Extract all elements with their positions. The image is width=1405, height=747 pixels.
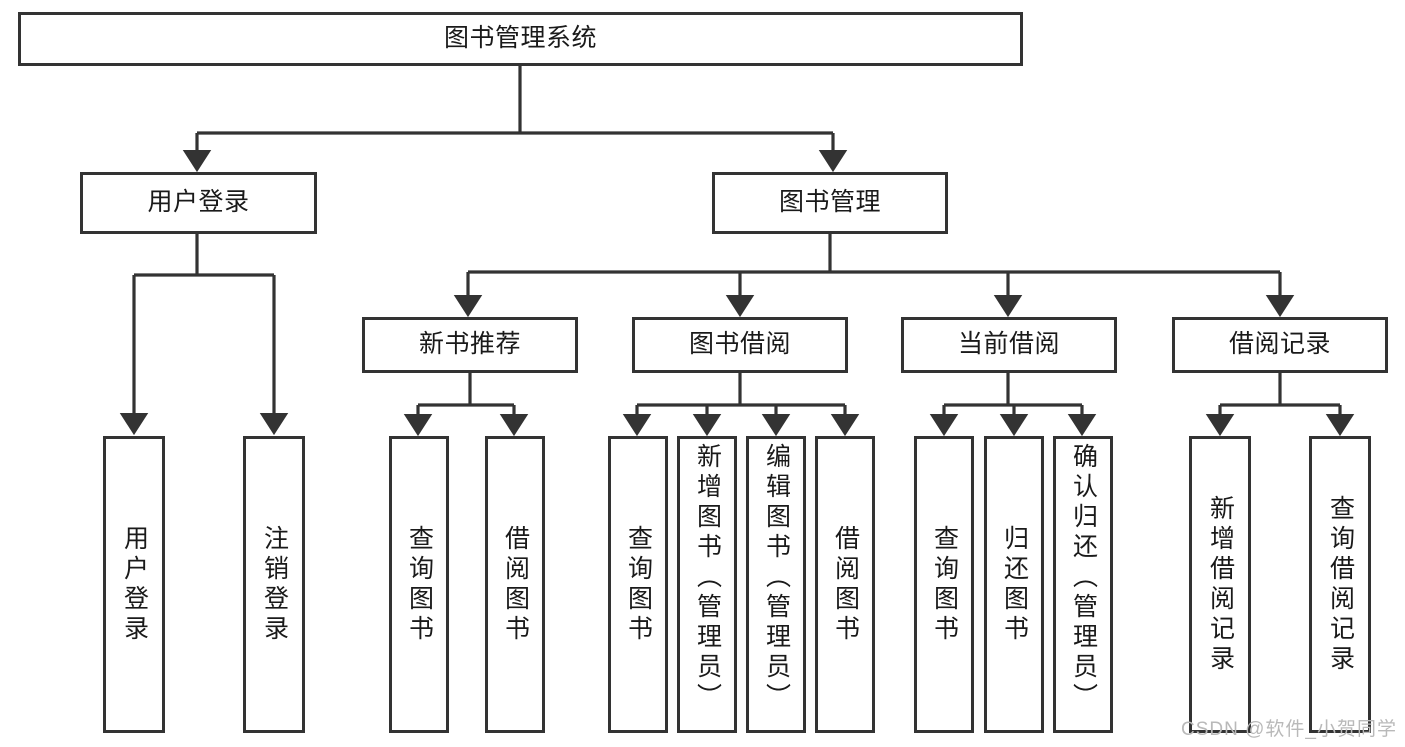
node-label: 查询图书	[624, 524, 653, 645]
node-label: 查询图书	[405, 524, 434, 645]
node-leaf-logout-login[interactable]: 注销登录	[243, 436, 305, 733]
watermark-text: CSDN @软件_小贺同学	[1181, 719, 1397, 740]
node-label: 新书推荐	[418, 330, 521, 359]
node-leaf-borrow-book-2[interactable]: 借阅图书	[815, 436, 875, 733]
node-leaf-edit-book[interactable]: 编辑图书（管理员）	[746, 436, 806, 733]
node-label: 用户登录	[147, 188, 250, 217]
node-leaf-borrow-book-1[interactable]: 借阅图书	[485, 436, 545, 733]
node-leaf-query-record[interactable]: 查询借阅记录	[1309, 436, 1371, 733]
node-label: 确认归还（管理员）	[1069, 443, 1098, 713]
node-label: 归还图书	[1000, 524, 1029, 645]
node-label: 借阅记录	[1228, 330, 1331, 359]
node-label: 借阅图书	[831, 524, 860, 645]
node-label: 当前借阅	[957, 330, 1060, 359]
node-label: 编辑图书（管理员）	[762, 443, 791, 713]
node-user-login[interactable]: 用户登录	[80, 172, 317, 234]
node-label: 借阅图书	[501, 524, 530, 645]
node-leaf-query-book-2[interactable]: 查询图书	[608, 436, 668, 733]
node-label: 图书借阅	[688, 330, 791, 359]
node-label: 新增借阅记录	[1206, 494, 1235, 675]
node-leaf-confirm-return[interactable]: 确认归还（管理员）	[1053, 436, 1113, 733]
node-leaf-query-book-1[interactable]: 查询图书	[389, 436, 449, 733]
node-book-manage[interactable]: 图书管理	[712, 172, 948, 234]
node-label: 注销登录	[260, 524, 289, 645]
node-label: 查询图书	[930, 524, 959, 645]
node-current-borrow[interactable]: 当前借阅	[901, 317, 1117, 373]
node-book-borrow[interactable]: 图书借阅	[632, 317, 848, 373]
node-label: 新增图书（管理员）	[693, 443, 722, 713]
node-new-book-recommend[interactable]: 新书推荐	[362, 317, 578, 373]
node-label: 查询借阅记录	[1326, 494, 1355, 675]
node-root-system[interactable]: 图书管理系统	[18, 12, 1023, 66]
node-leaf-user-login[interactable]: 用户登录	[103, 436, 165, 733]
node-label: 用户登录	[120, 524, 149, 645]
node-label: 图书管理	[778, 188, 881, 217]
node-borrow-record[interactable]: 借阅记录	[1172, 317, 1388, 373]
node-leaf-add-record[interactable]: 新增借阅记录	[1189, 436, 1251, 733]
node-label: 图书管理系统	[443, 24, 597, 53]
node-leaf-return-book[interactable]: 归还图书	[984, 436, 1044, 733]
node-leaf-query-book-3[interactable]: 查询图书	[914, 436, 974, 733]
node-leaf-add-book[interactable]: 新增图书（管理员）	[677, 436, 737, 733]
